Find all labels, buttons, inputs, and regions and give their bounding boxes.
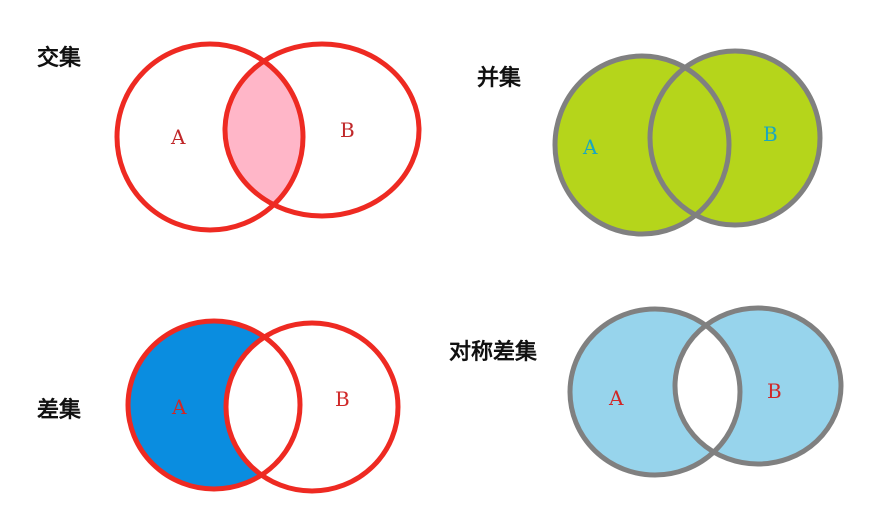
- circle-a: [552, 53, 732, 237]
- union-diagram: A B: [552, 48, 823, 237]
- intersection-region: [225, 44, 303, 216]
- circle-b: [672, 305, 844, 467]
- symmetric-difference-title: 对称差集: [449, 339, 538, 365]
- circle-a: [114, 41, 306, 233]
- symmetric-difference-diagram: A B: [567, 305, 844, 478]
- difference-diagram: A B: [125, 318, 401, 494]
- label-a: A: [608, 386, 624, 410]
- label-b: B: [335, 387, 350, 411]
- difference-title: 差集: [37, 397, 82, 423]
- intersection-blank: [675, 309, 740, 464]
- circle-a: [125, 318, 303, 492]
- union-title: 并集: [477, 65, 522, 91]
- intersection-diagram: A B: [114, 41, 422, 233]
- label-a: A: [582, 135, 598, 159]
- circle-b-fill: [226, 323, 398, 491]
- label-a: A: [170, 125, 186, 149]
- circle-b: [222, 41, 422, 219]
- intersection-title: 交集: [37, 45, 82, 71]
- label-a: A: [171, 395, 187, 419]
- circle-b: [223, 320, 401, 494]
- label-b: B: [340, 118, 355, 142]
- union-region-b: [650, 51, 820, 225]
- label-b: B: [763, 122, 778, 146]
- circle-b: [647, 48, 823, 228]
- circle-a: [567, 306, 743, 478]
- label-b: B: [767, 379, 782, 403]
